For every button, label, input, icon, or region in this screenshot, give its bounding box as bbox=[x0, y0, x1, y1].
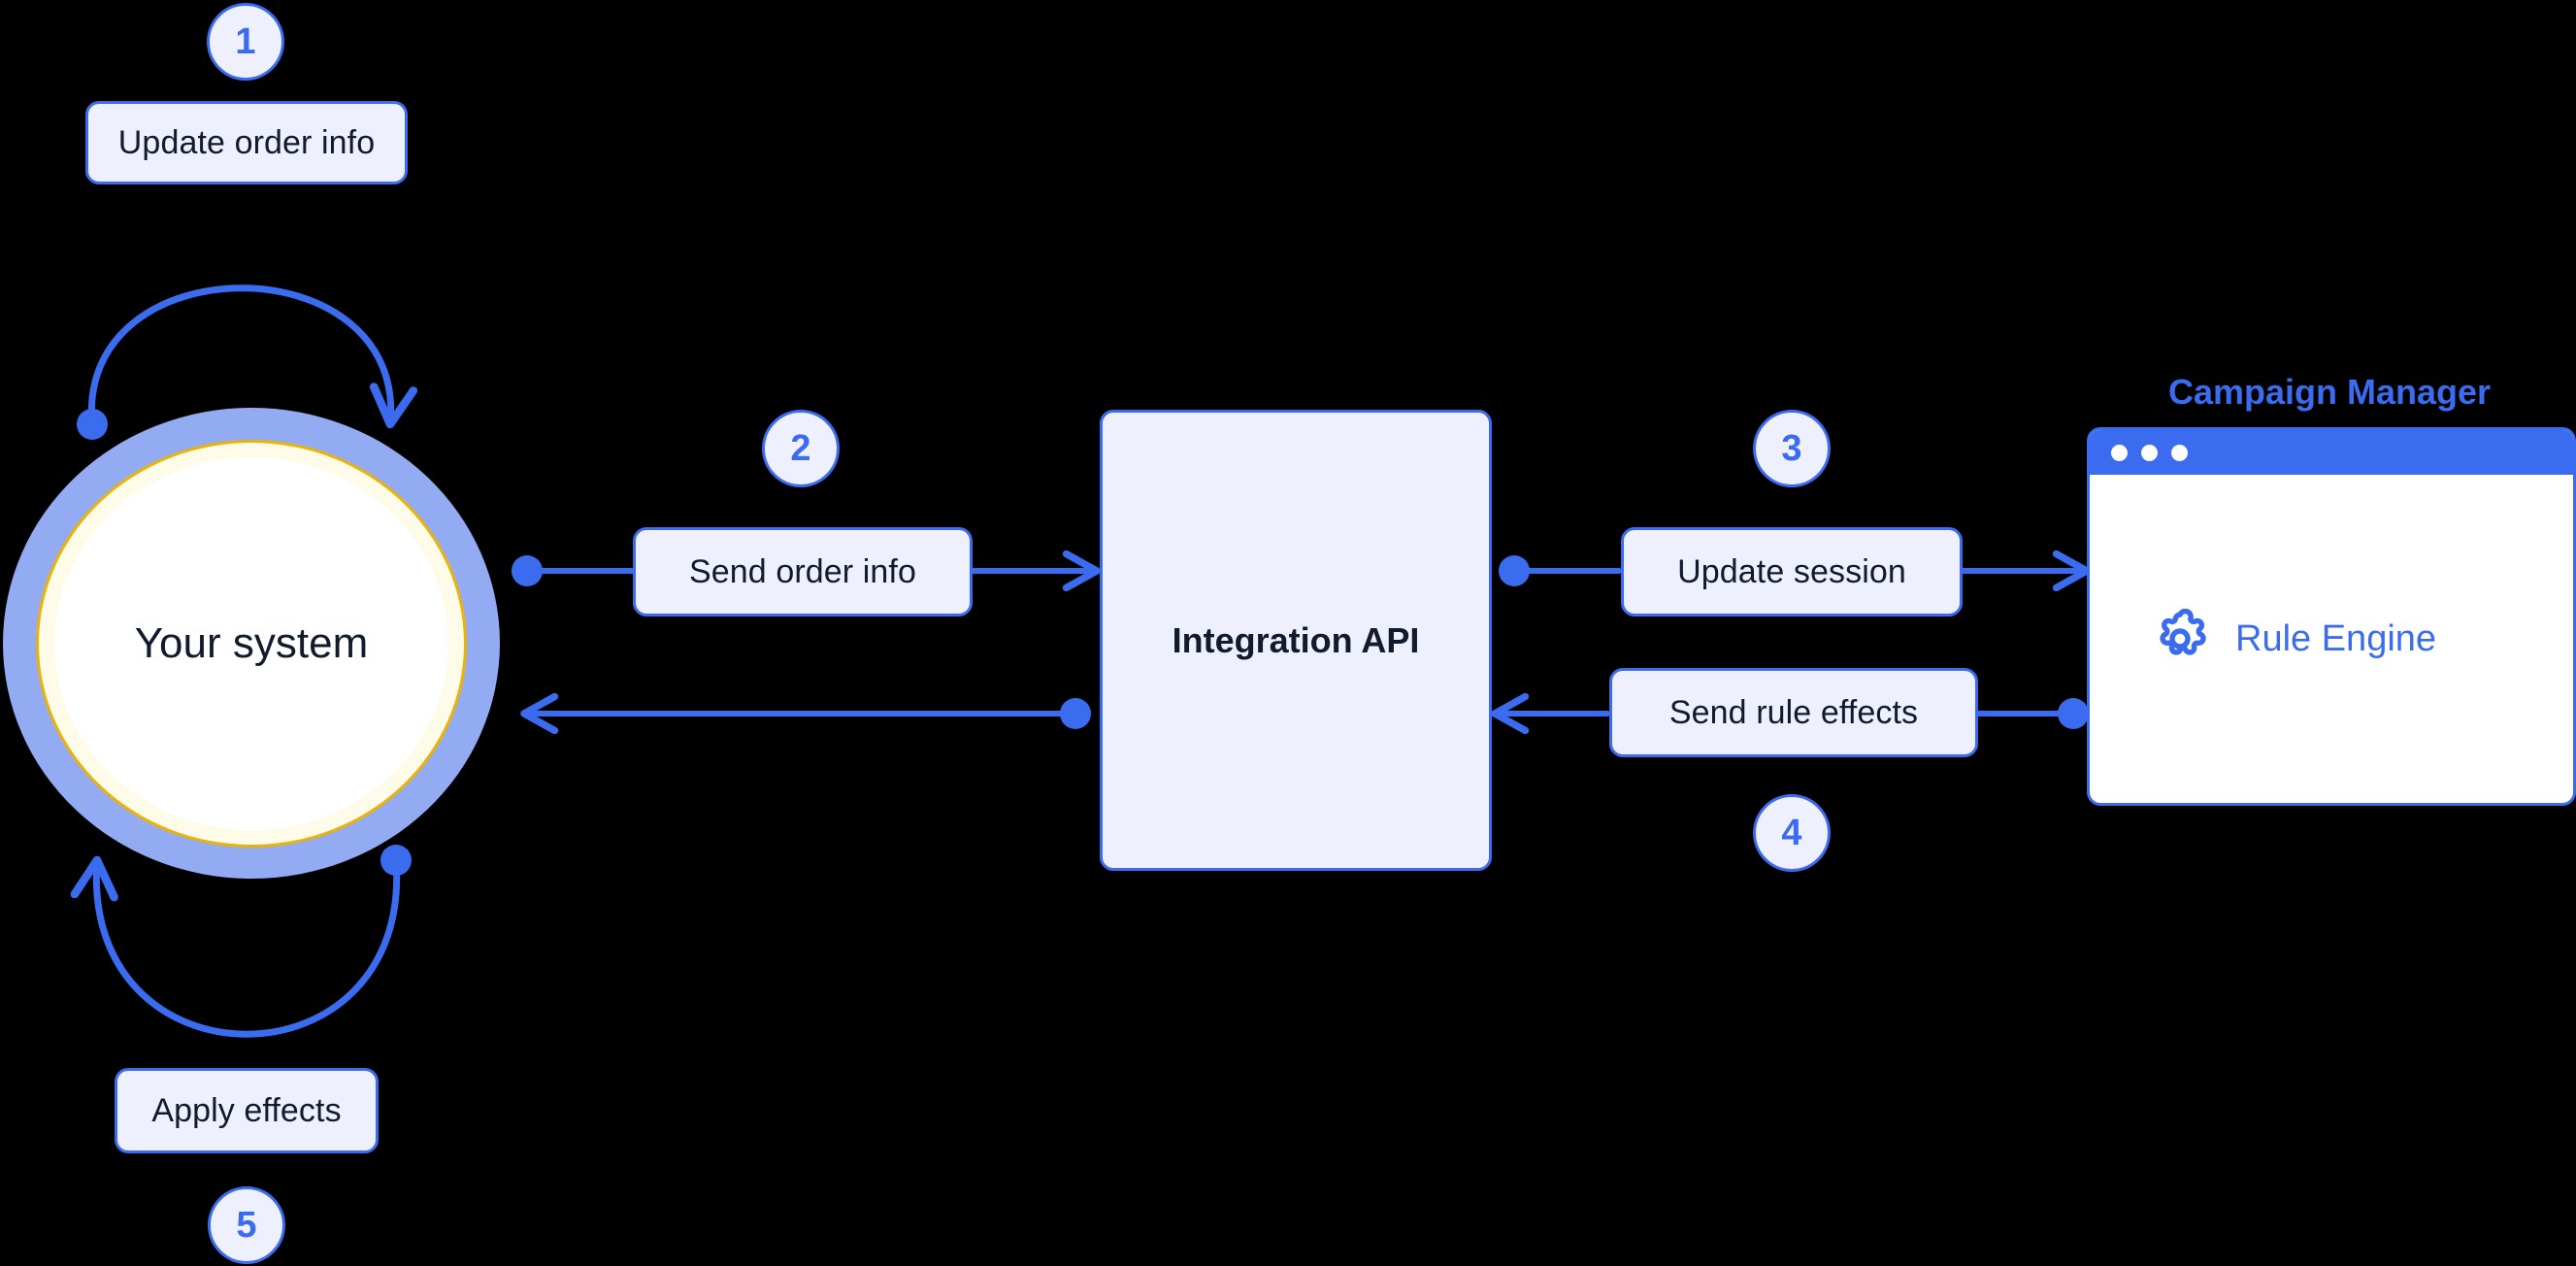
step-badge-4[interactable]: 4 bbox=[1753, 794, 1831, 872]
node-integration-api[interactable]: Integration API bbox=[1100, 410, 1492, 871]
step-label-2-text: Send order info bbox=[689, 552, 916, 590]
your-system-mid-ring: Your system bbox=[36, 439, 467, 848]
edge-api-to-system bbox=[524, 698, 1091, 729]
step-badge-3[interactable]: 3 bbox=[1753, 410, 1831, 487]
step-label-5-text: Apply effects bbox=[151, 1091, 342, 1129]
step-label-apply-effects[interactable]: Apply effects bbox=[115, 1068, 379, 1153]
gear-icon bbox=[2150, 609, 2210, 669]
campaign-manager-titlebar[interactable] bbox=[2090, 430, 2573, 475]
step-badge-5[interactable]: 5 bbox=[208, 1186, 285, 1264]
node-your-system[interactable]: Your system bbox=[3, 408, 500, 879]
campaign-manager-title: Campaign Manager bbox=[2087, 372, 2572, 413]
step-label-update-order-info[interactable]: Update order info bbox=[85, 101, 408, 184]
window-dot-maximize-icon[interactable] bbox=[2171, 444, 2188, 461]
step-label-1-text: Update order info bbox=[117, 123, 376, 161]
node-campaign-manager-window[interactable]: Rule Engine bbox=[2087, 427, 2576, 806]
rule-engine-row[interactable]: Rule Engine bbox=[2150, 609, 2436, 669]
your-system-inner-disc: Your system bbox=[54, 456, 448, 830]
window-dot-minimize-icon[interactable] bbox=[2141, 444, 2158, 461]
your-system-label: Your system bbox=[134, 618, 369, 667]
step-badge-3-number: 3 bbox=[1781, 427, 1802, 469]
step-badge-2[interactable]: 2 bbox=[762, 410, 840, 487]
campaign-manager-body: Rule Engine bbox=[2090, 475, 2573, 803]
step-badge-1-number: 1 bbox=[235, 20, 256, 62]
step-label-send-order-info[interactable]: Send order info bbox=[633, 527, 973, 616]
rule-engine-label: Rule Engine bbox=[2235, 617, 2437, 659]
campaign-manager-title-text: Campaign Manager bbox=[2167, 372, 2492, 412]
step-badge-4-number: 4 bbox=[1781, 812, 1802, 853]
integration-api-label: Integration API bbox=[1172, 619, 1420, 660]
step-badge-5-number: 5 bbox=[236, 1204, 257, 1246]
window-dot-close-icon[interactable] bbox=[2111, 444, 2128, 461]
step-badge-1[interactable]: 1 bbox=[207, 3, 284, 81]
step-label-update-session[interactable]: Update session bbox=[1621, 527, 1963, 616]
step-label-3-text: Update session bbox=[1677, 552, 1906, 590]
step-label-send-rule-effects[interactable]: Send rule effects bbox=[1609, 668, 1978, 757]
step-label-4-text: Send rule effects bbox=[1668, 693, 1919, 731]
step-badge-2-number: 2 bbox=[790, 427, 811, 469]
